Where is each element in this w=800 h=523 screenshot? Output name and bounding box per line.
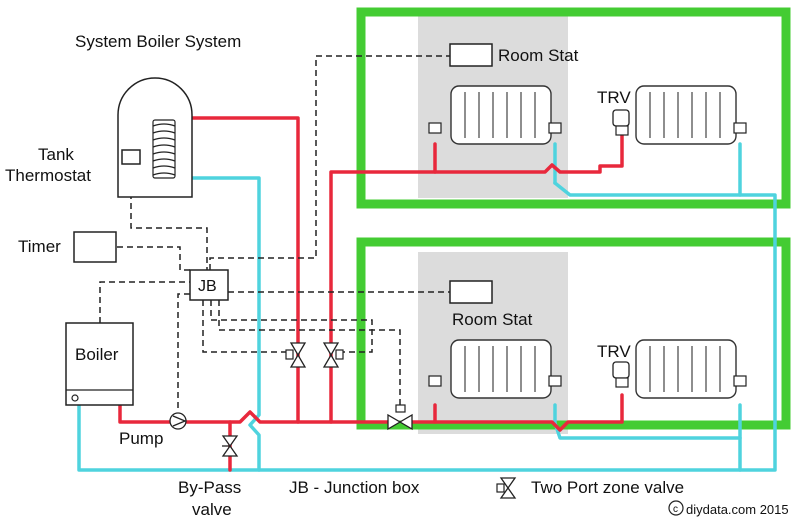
trv-lower-icon [612, 361, 630, 388]
wire-timer-to-jb [117, 246, 190, 271]
radiator-lower-room [428, 339, 562, 399]
tank-thermostat-label-line2: Thermostat [5, 166, 91, 185]
copyright-symbol: c [673, 504, 678, 515]
upper-heating-zone [356, 7, 791, 209]
jb-label: JB [198, 278, 217, 295]
pump-label: Pump [119, 429, 163, 448]
boiler-unit [65, 322, 134, 406]
room-stat-bottom-device [449, 280, 493, 304]
flow-pipe-main [118, 403, 392, 424]
pump-icon [169, 412, 187, 430]
wire-jb-to-valve-bottom [218, 300, 401, 405]
trv-upper-icon [612, 109, 630, 136]
boiler-indicator [71, 394, 79, 402]
flow-pipe-lower-trv [433, 393, 624, 432]
trv-bottom-label: TRV [597, 342, 631, 361]
copyright-icon [668, 500, 684, 516]
lower-heating-zone [356, 237, 791, 430]
legend-zone-valve-text: Two Port zone valve [531, 478, 684, 497]
wire-jb-to-pump [177, 293, 190, 408]
diagram-title: System Boiler System [75, 32, 241, 51]
zone-valve-lower-icon [322, 342, 344, 368]
junction-box [189, 269, 229, 301]
flow-pipe-cylinder [190, 116, 300, 424]
return-pipe-cylinder [190, 176, 261, 472]
wire-boiler-to-jb [99, 281, 190, 323]
legend-jb-text: JB - Junction box [289, 478, 420, 497]
room-stat-bottom-label: Room Stat [452, 310, 533, 329]
legend-zone-valve-icon [496, 477, 517, 499]
trv-top-label: TRV [597, 88, 631, 107]
boiler-label: Boiler [75, 345, 119, 364]
return-pipe-lower-rad1 [553, 403, 742, 440]
wire-jb-to-valve-upper [202, 300, 286, 353]
flow-pipe-upper-zone [329, 142, 437, 424]
cylinder-coil [152, 119, 176, 179]
flow-pipe-upper-trv [433, 132, 624, 174]
room-stat-top-label: Room Stat [498, 46, 579, 65]
timer-label: Timer [18, 237, 61, 256]
wire-jb-to-valve-lower [210, 300, 373, 353]
radiator-upper-room [428, 85, 562, 145]
bypass-valve-icon [221, 435, 239, 457]
zone-valve-upper-icon [285, 342, 307, 368]
tank-thermostat-device [121, 149, 141, 165]
tank-thermostat-label-line1: Tank [38, 145, 74, 164]
copyright-text: diydata.com 2015 [686, 502, 789, 517]
timer-box [73, 231, 117, 263]
radiator-upper-trv-room [635, 85, 747, 145]
zone-valve-downstairs-icon [387, 404, 413, 431]
radiator-lower-trv-room [635, 339, 747, 399]
return-pipe-main [77, 181, 777, 472]
room-stat-top-device [449, 43, 493, 67]
wire-jb-to-roomstat-top [209, 55, 450, 270]
bypass-label-line2: valve [192, 500, 232, 519]
bypass-label-line1: By-Pass [178, 478, 241, 497]
